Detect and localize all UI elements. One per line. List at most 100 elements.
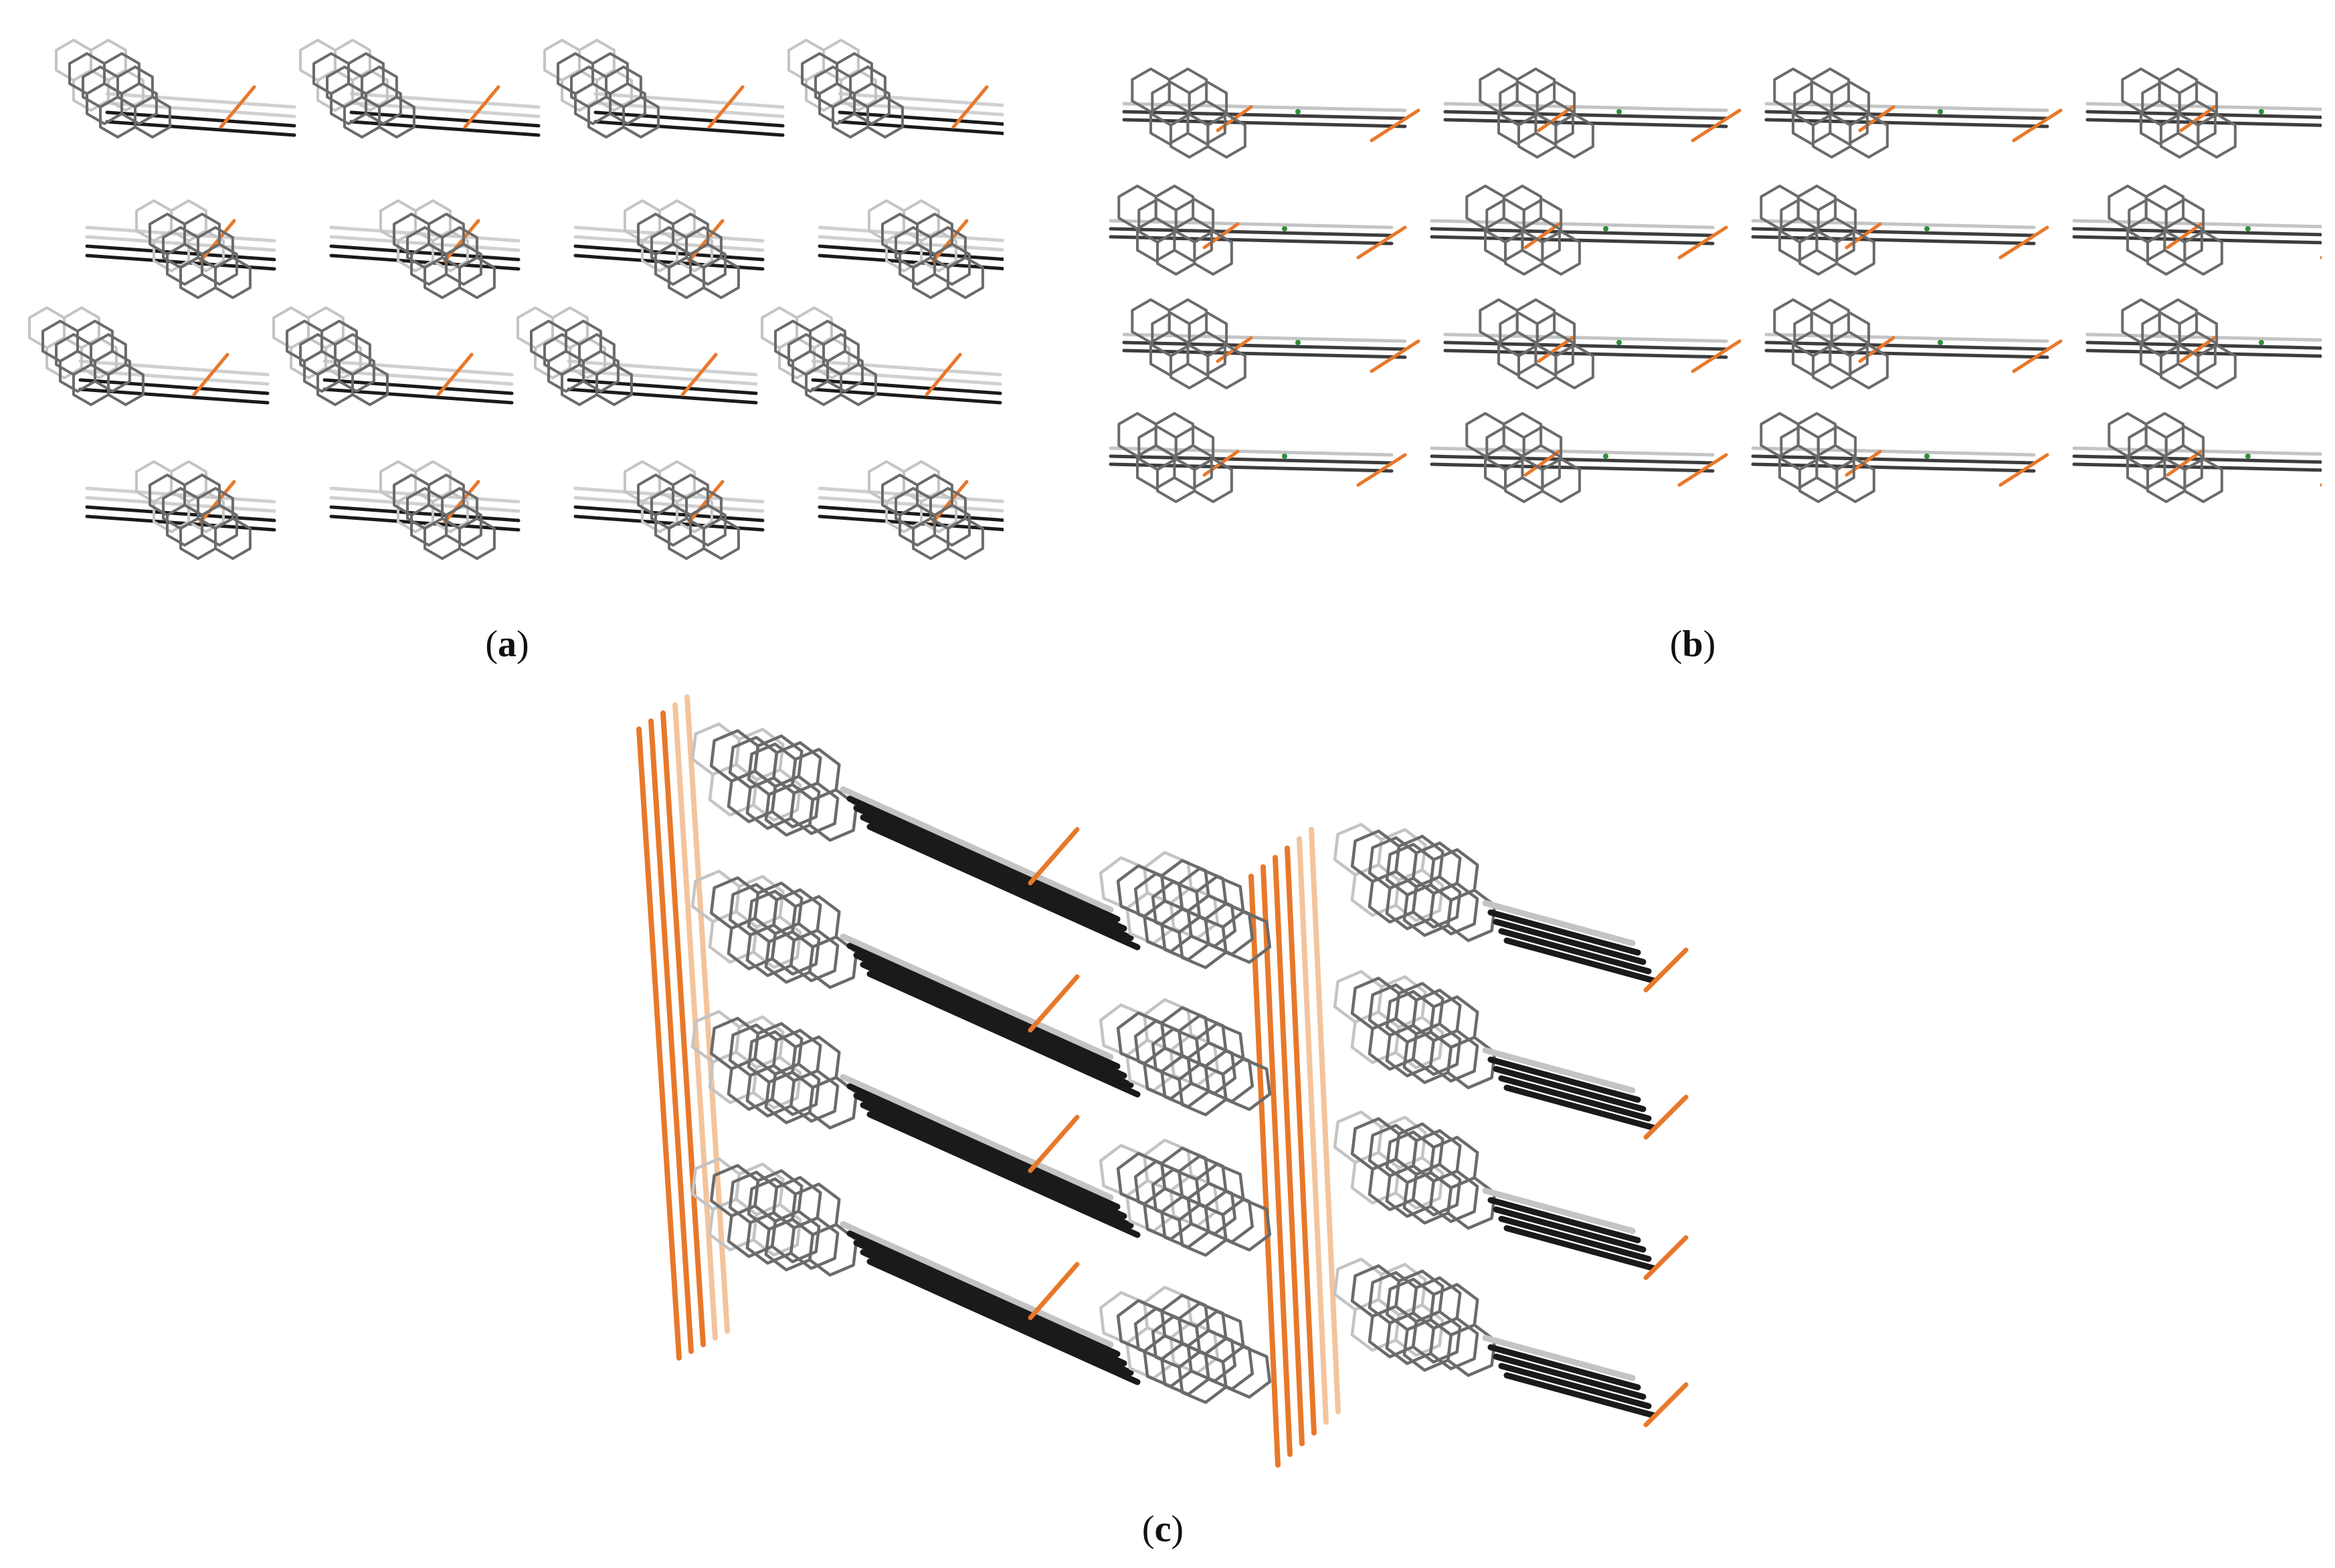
aromatic-ring	[1534, 100, 1574, 145]
aromatic-ring	[120, 82, 158, 125]
halogen-contact	[1370, 108, 1420, 142]
bond	[1430, 227, 1715, 237]
aromatic-ring	[770, 775, 821, 829]
bond	[1764, 118, 2049, 128]
aromatic-ring	[808, 788, 858, 842]
halogen-contact	[1309, 827, 1341, 1414]
aromatic-ring	[2197, 344, 2237, 389]
aromatic-ring	[751, 915, 802, 969]
halogen-contact	[1691, 339, 1742, 373]
green-atom	[2259, 340, 2264, 345]
bond	[866, 823, 1141, 951]
aromatic-ring	[187, 229, 225, 272]
aromatic-ring	[351, 363, 389, 406]
bond	[1122, 340, 1407, 351]
bond	[1487, 909, 1641, 956]
green-atom	[1616, 340, 1622, 345]
bond	[1493, 1066, 1647, 1112]
bond	[1443, 110, 1728, 120]
halogen-contact	[1285, 846, 1317, 1436]
molecule-layer	[28, 306, 1002, 406]
aromatic-ring	[1521, 444, 1561, 490]
bond	[1122, 102, 1407, 112]
halogen-contact	[931, 480, 969, 524]
bond	[1109, 454, 1394, 465]
aromatic-ring	[676, 229, 713, 272]
bond	[2072, 219, 2322, 229]
halogen-contact	[2166, 222, 2203, 250]
aromatic-ring	[1173, 217, 1213, 262]
aromatic-ring	[458, 517, 496, 560]
bond	[593, 110, 785, 128]
bond	[85, 244, 276, 262]
bond	[2085, 102, 2322, 111]
green-atom	[1603, 226, 1608, 231]
halogen-contact	[1677, 453, 1728, 487]
bond	[818, 514, 1004, 532]
aromatic-ring	[770, 922, 821, 976]
aromatic-ring	[808, 935, 858, 989]
aromatic-ring	[1521, 217, 1561, 262]
aromatic-ring	[853, 82, 891, 125]
bond	[85, 254, 276, 271]
molecule-layer	[1122, 298, 2322, 389]
bond	[811, 378, 1002, 395]
aromatic-ring	[808, 1223, 858, 1277]
bond	[1430, 454, 1715, 465]
aromatic-ring	[751, 1203, 802, 1257]
halogen-contact	[1643, 1094, 1689, 1140]
halogen-contact	[1998, 225, 2049, 260]
green-atom	[2259, 109, 2264, 114]
aromatic-ring	[134, 96, 171, 138]
bond	[329, 486, 521, 504]
bond	[840, 1074, 1114, 1201]
aromatic-ring	[1829, 100, 1869, 145]
bond	[866, 971, 1141, 1098]
bond	[322, 359, 514, 377]
bond	[1430, 446, 1715, 457]
aromatic-ring	[840, 363, 877, 406]
halogen-contact	[1643, 1382, 1689, 1428]
halogen-contact	[463, 85, 500, 129]
aromatic-ring	[933, 504, 971, 547]
halogen-contact	[219, 85, 256, 129]
bond	[1751, 446, 2036, 457]
bond	[1443, 332, 1728, 343]
caption-b-letter: b	[1682, 623, 1703, 665]
aromatic-ring	[703, 256, 740, 299]
halogen-contact	[648, 718, 694, 1354]
bond	[846, 943, 1121, 1070]
bond	[85, 496, 276, 513]
aromatic-ring	[609, 82, 646, 125]
bond	[78, 359, 270, 377]
bond	[818, 244, 1004, 262]
aromatic-ring	[1849, 344, 1889, 389]
bond	[1498, 1075, 1652, 1122]
aromatic-ring	[214, 256, 252, 299]
aromatic-ring	[920, 229, 957, 272]
aromatic-ring	[789, 1069, 840, 1123]
molecule-layer	[690, 1010, 1689, 1280]
bond	[1764, 110, 2049, 120]
bond	[1503, 1225, 1657, 1272]
bond	[1443, 349, 1728, 359]
bond	[818, 505, 1004, 522]
bond	[840, 786, 1114, 913]
molecule-layer	[1109, 185, 2322, 276]
halogen-contact	[687, 480, 725, 524]
green-atom	[1616, 109, 1622, 114]
bond	[1482, 1335, 1636, 1381]
aromatic-ring	[569, 336, 606, 379]
aromatic-ring	[94, 350, 131, 393]
bond	[1503, 937, 1657, 984]
bond	[349, 92, 541, 109]
halogen-contact	[1028, 974, 1080, 1033]
halogen-contact	[1677, 225, 1728, 260]
bond	[846, 1083, 1121, 1210]
bond	[105, 92, 296, 109]
bond	[1443, 340, 1728, 351]
aromatic-ring	[187, 490, 225, 533]
aromatic-ring	[770, 1062, 821, 1116]
aromatic-ring	[2176, 100, 2217, 145]
panel-b-drawing	[1109, 68, 2322, 503]
